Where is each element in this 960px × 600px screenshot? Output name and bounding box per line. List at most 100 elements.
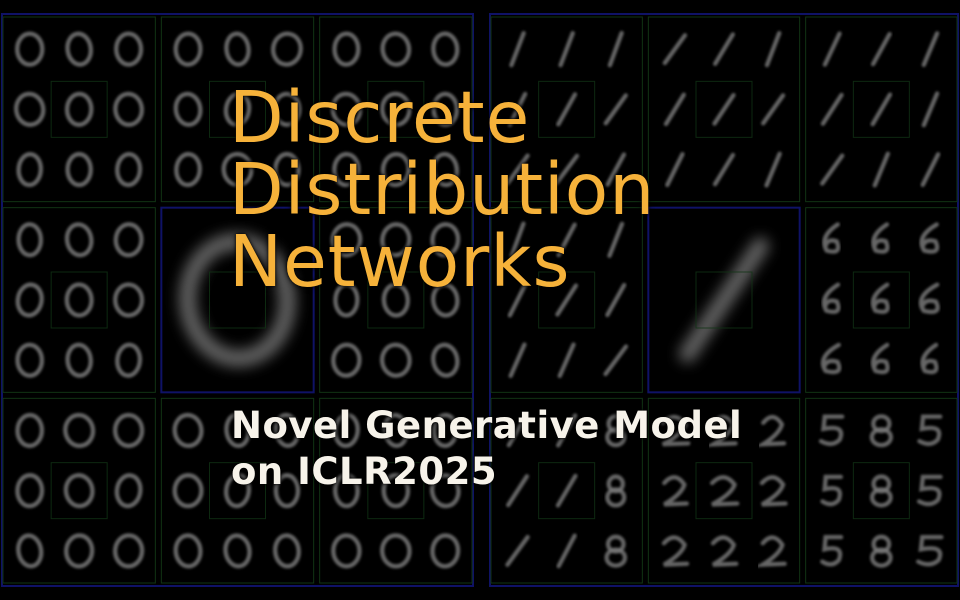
digit-0-icon xyxy=(16,533,44,569)
digit-0-icon xyxy=(431,31,460,67)
digit-0-icon xyxy=(332,473,360,509)
center-marker xyxy=(852,80,910,138)
digit-1-icon xyxy=(665,152,685,188)
digit-1-icon xyxy=(505,153,530,186)
center-marker xyxy=(209,271,266,329)
subtitle-line-1: Novel Generative Model xyxy=(231,404,743,447)
digit-6-icon xyxy=(871,342,890,375)
digit-0-icon xyxy=(113,222,144,258)
digit-0-icon xyxy=(174,151,202,188)
digit-0-icon xyxy=(380,151,411,188)
digit-0-icon xyxy=(430,222,461,258)
digit-1-icon xyxy=(713,32,735,66)
digit-8-icon xyxy=(870,534,893,568)
digit-0-icon xyxy=(273,473,301,509)
digit-0-icon xyxy=(65,151,93,188)
digit-1-icon xyxy=(509,221,526,259)
digit-0-icon xyxy=(380,31,412,67)
banner-subtitle: Novel Generative Model on ICLR2025 xyxy=(231,403,742,495)
digit-0-icon xyxy=(273,151,301,188)
digit-1-icon xyxy=(556,413,578,448)
digit-0-icon xyxy=(14,31,45,67)
group-frame xyxy=(805,16,958,203)
digit-0-icon xyxy=(65,31,94,67)
digit-1-icon xyxy=(506,413,529,448)
digit-0-icon xyxy=(63,412,96,449)
panel-frame xyxy=(1,13,474,587)
digit-0-icon xyxy=(381,473,411,509)
digit-1-icon xyxy=(663,92,686,127)
digit-0-icon xyxy=(112,533,145,569)
digit-0-icon xyxy=(112,412,145,449)
digit-5-icon xyxy=(818,414,845,447)
digit-1-icon xyxy=(920,152,941,187)
digit-5-icon xyxy=(820,474,844,507)
digit-0-icon xyxy=(115,342,143,378)
center-marker xyxy=(852,271,910,329)
digit-1-icon xyxy=(603,93,628,126)
center-marker xyxy=(367,80,425,138)
subtitle-line-2: on ICLR2025 xyxy=(231,450,498,493)
banner-title: Discrete Distribution Networks xyxy=(229,82,655,298)
digit-0-icon xyxy=(115,151,143,188)
digit-0-icon xyxy=(114,31,144,67)
digit-2-icon xyxy=(705,414,738,447)
digit-6-icon xyxy=(820,342,842,375)
digit-0-icon xyxy=(431,342,460,378)
digit-2-icon xyxy=(755,414,787,447)
group-frame xyxy=(647,206,801,394)
digit-0-icon xyxy=(173,533,203,569)
digit-samples-layer xyxy=(13,30,944,569)
center-marker xyxy=(538,271,596,329)
digit-6-icon xyxy=(821,282,841,315)
group-frame xyxy=(319,397,473,584)
digit-1-icon xyxy=(558,30,575,68)
digit-8-icon xyxy=(605,414,627,448)
group-frame xyxy=(805,397,958,584)
digit-6-icon xyxy=(871,222,890,254)
digit-0-icon xyxy=(15,342,45,378)
digit-1-icon xyxy=(822,31,842,67)
center-marker xyxy=(209,462,266,520)
digit-1-icon xyxy=(507,282,528,318)
digit-1-icon xyxy=(509,30,526,68)
grid-frames-layer xyxy=(1,13,959,587)
digit-1-icon xyxy=(679,237,769,363)
digit-1-icon xyxy=(870,31,892,67)
center-marker xyxy=(695,462,753,520)
digit-0-icon xyxy=(221,151,254,188)
digit-0-icon xyxy=(223,533,252,569)
digit-0-icon xyxy=(114,473,143,509)
digit-6-icon xyxy=(918,282,940,315)
center-marker xyxy=(50,462,108,520)
group-frame xyxy=(319,207,473,393)
digit-1-icon xyxy=(508,342,527,379)
digit-2-icon xyxy=(660,414,691,447)
group-frame xyxy=(647,397,801,584)
digit-0-icon xyxy=(15,473,45,509)
digit-8-icon xyxy=(869,474,893,508)
digit-0-icon xyxy=(172,412,204,449)
digit-1-icon xyxy=(557,342,576,379)
digit-1-icon xyxy=(712,92,736,126)
center-marker xyxy=(695,271,753,329)
digit-0-icon xyxy=(331,342,362,378)
digit-1-icon xyxy=(764,151,782,188)
digit-0-icon xyxy=(16,222,44,258)
digit-0-icon xyxy=(65,342,93,378)
digit-0-icon xyxy=(223,91,252,127)
digit-1-icon xyxy=(607,30,624,68)
digit-5-icon xyxy=(820,534,844,567)
digit-0-icon xyxy=(380,222,412,258)
group-frame xyxy=(319,16,473,203)
digit-1-icon xyxy=(872,151,891,188)
center-marker xyxy=(367,462,425,520)
digit-5-icon xyxy=(917,414,943,447)
digit-0-icon xyxy=(379,533,412,569)
digit-1-icon xyxy=(764,30,782,68)
digit-0-icon xyxy=(15,282,44,318)
digit-0-icon xyxy=(430,533,461,569)
